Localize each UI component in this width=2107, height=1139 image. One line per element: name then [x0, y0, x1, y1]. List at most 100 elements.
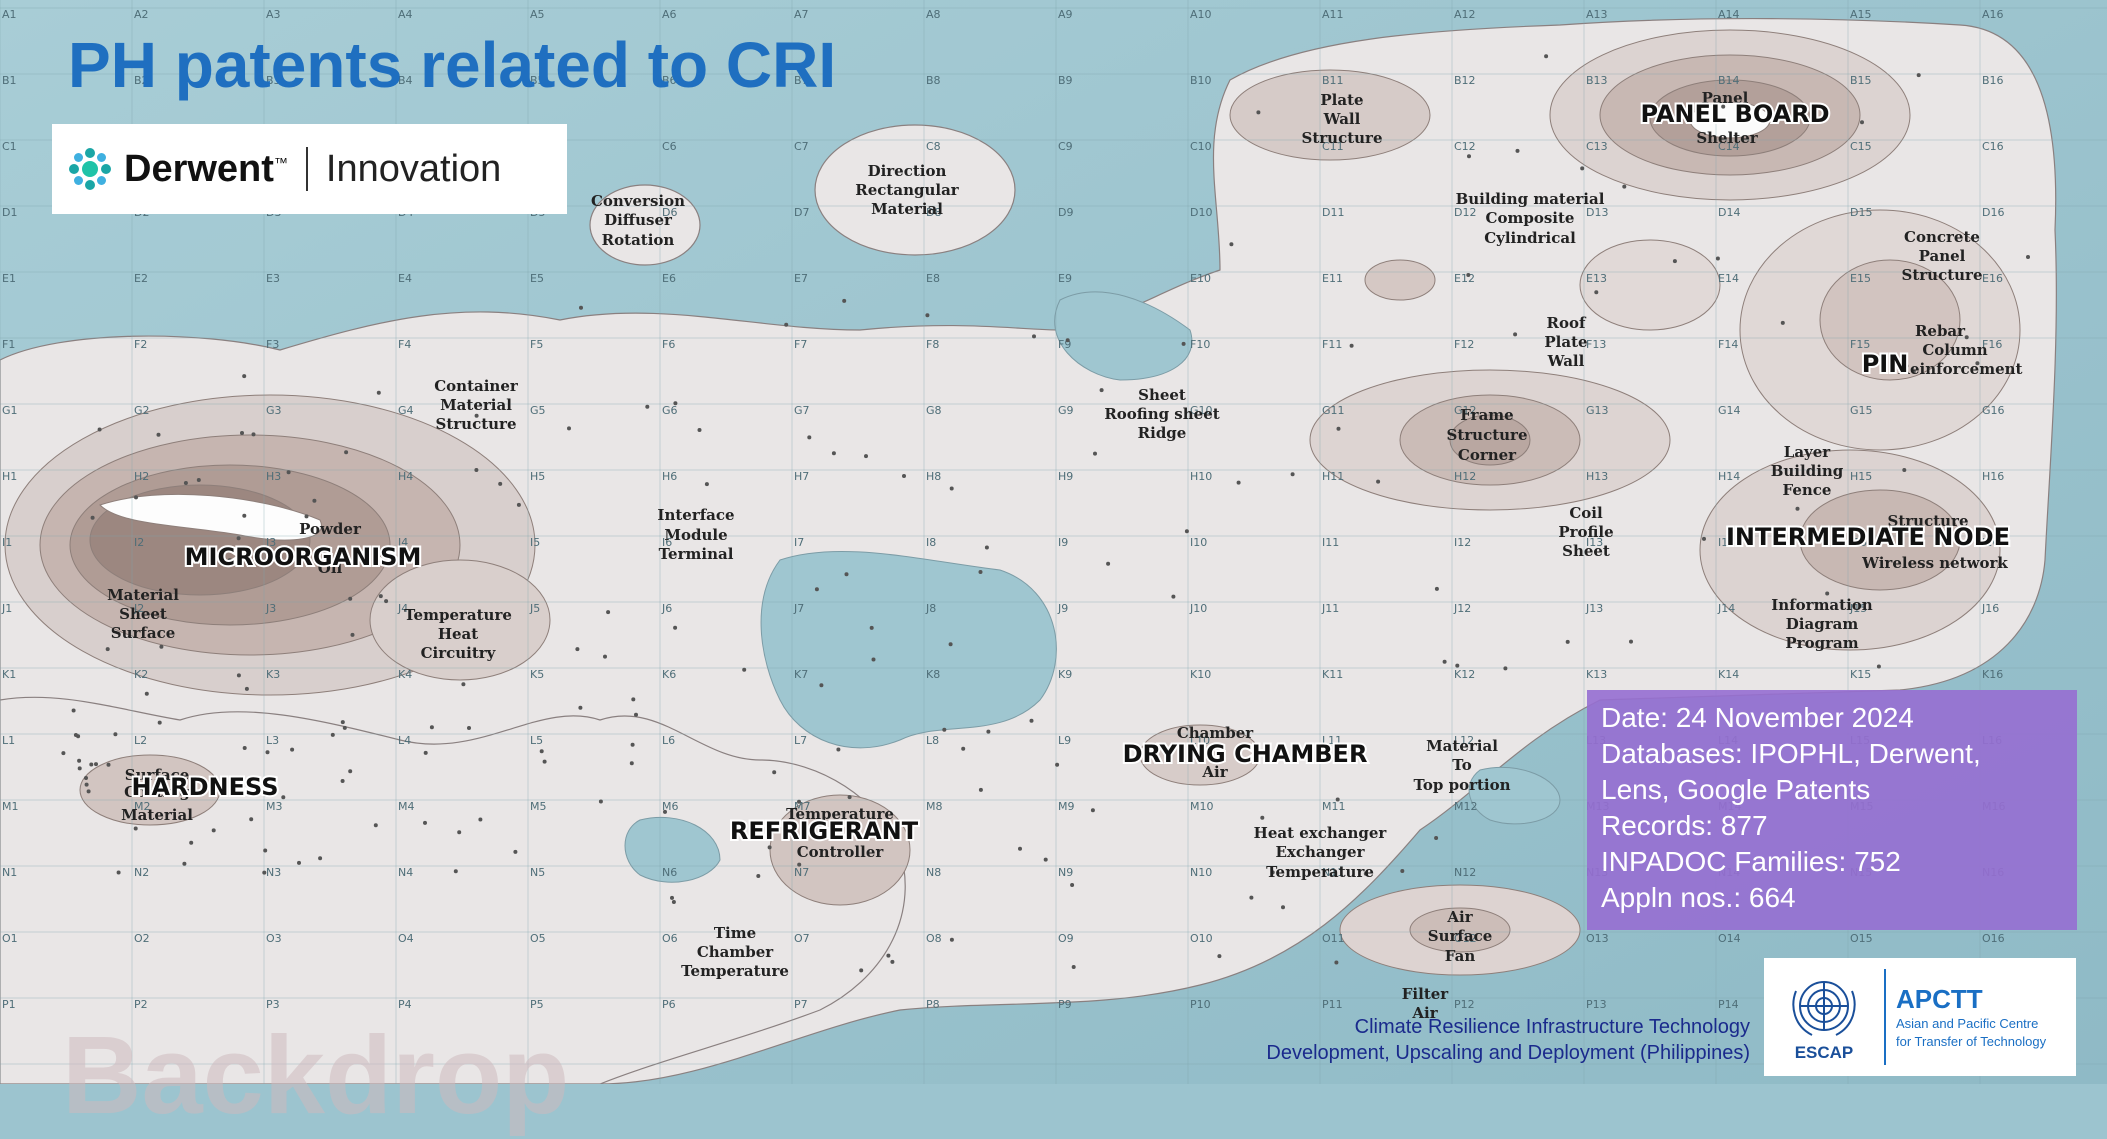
- term-label: Chamber: [697, 943, 774, 961]
- grid-cell-label: E10: [1190, 272, 1211, 285]
- grid-cell-label: F4: [398, 338, 411, 351]
- patent-point: [227, 558, 232, 563]
- grid-cell-label: O8: [926, 932, 942, 945]
- term-label: Coil: [1569, 504, 1603, 522]
- grid-cell-label: C11: [1322, 140, 1344, 153]
- patent-point: [673, 401, 678, 406]
- patent-point: [1964, 335, 1969, 340]
- grid-cell-label: O3: [266, 932, 282, 945]
- grid-cell-label: O10: [1190, 932, 1213, 945]
- grid-cell-label: P7: [794, 998, 808, 1011]
- grid-cell-label: L4: [398, 734, 411, 747]
- peak-building-material: [1364, 259, 1436, 301]
- term-labels: Plate Wall Structure Panel Shelter Build…: [107, 89, 2022, 1022]
- inlet-center: [760, 550, 1057, 749]
- patent-point: [671, 900, 676, 904]
- grid-cell-label: J8: [925, 602, 936, 615]
- patent-point: [90, 515, 95, 520]
- grid-cell-label: K11: [1322, 668, 1343, 681]
- grid-cell-label: B15: [1850, 74, 1872, 87]
- patent-point: [330, 732, 335, 737]
- grid-cell-label: M5: [530, 800, 547, 813]
- patent-point: [281, 795, 286, 800]
- patent-point: [242, 746, 247, 750]
- patent-point: [978, 787, 983, 792]
- grid-cell-label: G7: [794, 404, 810, 417]
- patent-point: [297, 860, 301, 865]
- grid-cell-label: G6: [662, 404, 678, 417]
- grid-cell-label: F15: [1850, 338, 1870, 351]
- patent-point: [312, 498, 317, 503]
- patent-point: [113, 732, 118, 737]
- grid-cell-label: H10: [1190, 470, 1212, 483]
- grid-cell-label: C16: [1982, 140, 2004, 153]
- grid-cell-label: K14: [1718, 668, 1739, 681]
- patent-point: [978, 570, 983, 574]
- term-label: Fan: [1445, 947, 1476, 965]
- grid-cell-label: L9: [1058, 734, 1071, 747]
- term-label: Surface: [1428, 927, 1493, 945]
- grid-cell-label: H3: [266, 470, 281, 483]
- derwent-logo: Derwent™ Innovation: [52, 124, 567, 214]
- grid-cell-label: H6: [662, 470, 677, 483]
- patent-point: [378, 594, 383, 599]
- grid-cell-label: P3: [266, 998, 280, 1011]
- grid-cell-label: C8: [926, 140, 941, 153]
- patent-point: [1513, 332, 1518, 337]
- patent-point: [211, 828, 216, 833]
- patent-point: [1171, 594, 1176, 599]
- grid-cell-label: M1: [2, 800, 19, 813]
- patent-point: [1256, 110, 1261, 115]
- patent-point: [704, 482, 709, 487]
- term-label: Exchanger: [1276, 843, 1366, 861]
- patent-point: [1106, 561, 1111, 566]
- term-label: Roofing sheet: [1104, 405, 1219, 423]
- grid-cell-label: C1: [2, 140, 17, 153]
- cluster-label-pin: PIN: [1862, 350, 1909, 378]
- patent-point: [1434, 586, 1439, 591]
- term-label: Material: [871, 200, 943, 218]
- grid-cell-label: O12: [1454, 932, 1477, 945]
- grid-cell-label: P2: [134, 998, 148, 1011]
- info-appln: Appln nos.: 664: [1601, 882, 1796, 913]
- grid-cell-label: M2: [134, 800, 151, 813]
- peak-drying-chamber: [1139, 724, 1261, 786]
- grid-cell-label: P12: [1454, 998, 1475, 1011]
- patent-point: [1455, 663, 1460, 668]
- grid-cell-label: J4: [397, 602, 408, 615]
- grid-cell-label: H5: [530, 470, 545, 483]
- grid-cell-label: B16: [1982, 74, 2004, 87]
- grid-cell-label: A12: [1454, 8, 1476, 21]
- grid-cell-label: K6: [662, 668, 676, 681]
- patent-point: [134, 495, 138, 500]
- term-label: Material: [440, 396, 512, 414]
- grid-cell-label: G2: [134, 404, 150, 417]
- term-label: Material: [1426, 737, 1498, 755]
- grid-cell-label: H12: [1454, 470, 1476, 483]
- grid-cell-label: N7: [794, 866, 809, 879]
- grid-cell-label: B1: [2, 74, 17, 87]
- grid-cell-label: H11: [1322, 470, 1344, 483]
- term-label: Heat: [438, 625, 478, 643]
- term-label: Time: [714, 924, 756, 942]
- grid-cell-label: M9: [1058, 800, 1075, 813]
- patent-point: [1334, 960, 1339, 965]
- patent-point: [61, 751, 66, 756]
- grid-cell-label: K5: [530, 668, 544, 681]
- grid-cell-label: O11: [1322, 932, 1345, 945]
- apctt-logo: ESCAP APCTT Asian and Pacific Centre for…: [1764, 958, 2076, 1076]
- patent-point: [318, 856, 323, 861]
- islands: [589, 124, 1016, 266]
- grid-cell-label: A7: [794, 8, 809, 21]
- grid-cell-label: G12: [1454, 404, 1477, 417]
- grid-cell-label: B10: [1190, 74, 1212, 87]
- grid-cell-label: M10: [1190, 800, 1214, 813]
- grid-cell-label: I7: [794, 536, 804, 549]
- grid-cell-label: P1: [2, 998, 16, 1011]
- patent-point: [1349, 343, 1354, 348]
- patent-point: [498, 481, 503, 486]
- patent-point: [984, 545, 989, 550]
- grid-cell-label: K7: [794, 668, 808, 681]
- patent-point: [89, 762, 94, 767]
- grid-cell-label: K12: [1454, 668, 1475, 681]
